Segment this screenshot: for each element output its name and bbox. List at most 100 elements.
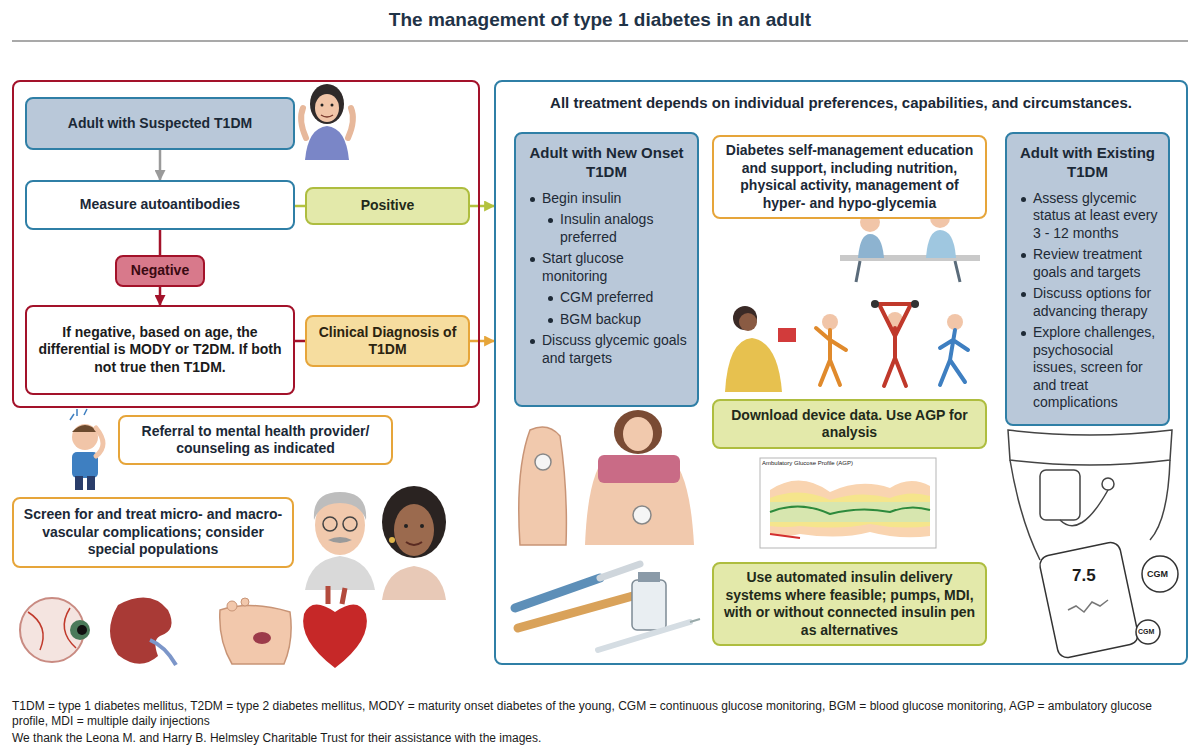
foot-icon-part: [253, 632, 271, 644]
boy-headache-part: [87, 476, 95, 490]
diagram-title: The management of type 1 diabetes in an …: [0, 9, 1200, 31]
bullet-item: Insulin analogs preferred: [526, 211, 687, 246]
arm-with-sensor-part: [535, 454, 551, 470]
boy-headache-part: [75, 476, 83, 490]
box-text: Negative: [131, 262, 189, 280]
older-man-part: [314, 492, 366, 520]
older-man: [305, 492, 375, 590]
box-text: Adult with Suspected T1DM: [68, 115, 252, 133]
eye-icon-part: [28, 608, 76, 650]
box-text: Diabetes self-management education and s…: [723, 142, 976, 212]
boy-headache-part: [70, 409, 87, 420]
bullet-item: Discuss options for advancing therapy: [1017, 285, 1158, 320]
bullet-item: Start glucose monitoring: [526, 250, 687, 285]
bullet-item: CGM preferred: [526, 289, 687, 307]
woman-with-sensor-part: [585, 455, 694, 545]
education-scene-part: [940, 330, 968, 385]
woman-shrugging-part: [315, 94, 339, 122]
education-scene-part: [725, 338, 782, 392]
education-scene-part: [822, 314, 838, 330]
bullet-item: Review treatment goals and targets: [1017, 246, 1158, 281]
woman-portrait: [382, 486, 446, 600]
education-scene-part: [871, 300, 879, 308]
action-box: Use automated insulin delivery systems w…: [712, 562, 987, 646]
education-scene-part: [911, 300, 919, 308]
note-box: Diabetes self-management education and s…: [712, 135, 987, 219]
bullet-item: Begin insulin: [526, 190, 687, 208]
decision-box: If negative, based on age, the different…: [25, 305, 295, 395]
insulin-pens-part: [515, 578, 600, 608]
pump-on-belt: [1008, 430, 1172, 560]
woman-portrait-part: [404, 524, 408, 528]
education-scene-part: [816, 328, 846, 385]
connector: [295, 205, 305, 208]
older-man-part: [328, 537, 352, 543]
woman-portrait-part: [406, 542, 422, 545]
pump-on-belt-part: [1060, 490, 1108, 526]
result-box: Negative: [115, 255, 205, 287]
eye-icon-part: [70, 620, 90, 640]
insulin-pens: [515, 564, 700, 650]
woman-with-sensor-part: [633, 506, 651, 524]
phone-reader-part: [1038, 541, 1140, 660]
older-man-part: [305, 556, 375, 590]
woman-shrugging: [301, 84, 353, 160]
arm-with-sensor-part: [519, 427, 567, 545]
education-scene-part: [778, 328, 796, 342]
bullet-item: Assess glycemic status at least every 3 …: [1017, 190, 1158, 243]
pump-on-belt-part: [1102, 478, 1114, 490]
heart-icon-part: [328, 586, 345, 604]
insulin-pens-part: [690, 619, 700, 622]
box-text: Screen for and treat micro- and macro-va…: [23, 506, 283, 559]
note-box: Screen for and treat micro- and macro-va…: [12, 497, 294, 568]
woman-with-sensor-part: [614, 410, 662, 454]
note-box: Referral to mental health provider/ coun…: [118, 415, 393, 465]
caption: T1DM = type 1 diabetes mellitus, T2DM = …: [12, 699, 1188, 729]
diagnosis-box: Clinical Diagnosis of T1DM: [305, 315, 470, 367]
connector: [159, 287, 162, 306]
education-scene-part: [733, 306, 757, 330]
woman-with-sensor-part: [623, 417, 653, 451]
heart-icon: [303, 586, 367, 668]
chart-title: Ambulatory Glucose Profile (AGP): [762, 460, 853, 466]
heart-icon-part: [303, 604, 367, 668]
woman-shrugging-part: [301, 108, 306, 138]
education-scene-part: [739, 313, 757, 331]
title-rule: [12, 40, 1188, 42]
woman-with-sensor-part: [598, 455, 680, 483]
woman-shrugging-part: [305, 126, 349, 160]
box-text: All treatment depends on individual pref…: [550, 94, 1132, 113]
insulin-pens-part: [638, 572, 660, 582]
woman-shrugging-part: [310, 84, 344, 124]
phone-reader: [1038, 541, 1178, 660]
box-text: Clinical Diagnosis of T1DM: [316, 324, 459, 359]
agp-chart-part: [770, 480, 930, 537]
kidney-icon-part: [150, 640, 176, 665]
pump-on-belt-part: [1040, 470, 1080, 520]
older-man-part: [343, 517, 357, 531]
education-scene-part: [856, 261, 960, 282]
connector: [295, 340, 305, 343]
eye-icon: [20, 598, 90, 662]
glucose-reading: 7.5: [1072, 566, 1096, 586]
box-text: Referral to mental health provider/ coun…: [129, 423, 382, 458]
woman-portrait-part: [394, 504, 434, 556]
bullet-item: Discuss glycemic goals and targets: [526, 332, 687, 367]
action-box: Download device data. Use AGP for analys…: [712, 399, 987, 449]
education-scene-part: [873, 304, 917, 386]
list-box: Adult with New Onset T1DMBegin insulinIn…: [514, 132, 699, 407]
education-scene-part: [947, 314, 963, 330]
woman-portrait-part: [382, 566, 446, 600]
list-box: Adult with Existing T1DM Assess glycemic …: [1005, 132, 1170, 426]
foot-icon-part: [241, 598, 249, 606]
woman-shrugging-part: [331, 104, 334, 107]
process-box: Measure autoantibodies: [25, 180, 295, 230]
phone-reader-part: [1142, 556, 1178, 592]
pump-on-belt-part: [1008, 430, 1172, 465]
box-heading: Adult with Existing T1DM: [1017, 144, 1158, 182]
box-text: Download device data. Use AGP for analys…: [723, 407, 976, 442]
education-scene-part: [858, 234, 884, 258]
phone-reader-part: [1068, 600, 1108, 612]
result-box: Positive: [305, 187, 470, 225]
